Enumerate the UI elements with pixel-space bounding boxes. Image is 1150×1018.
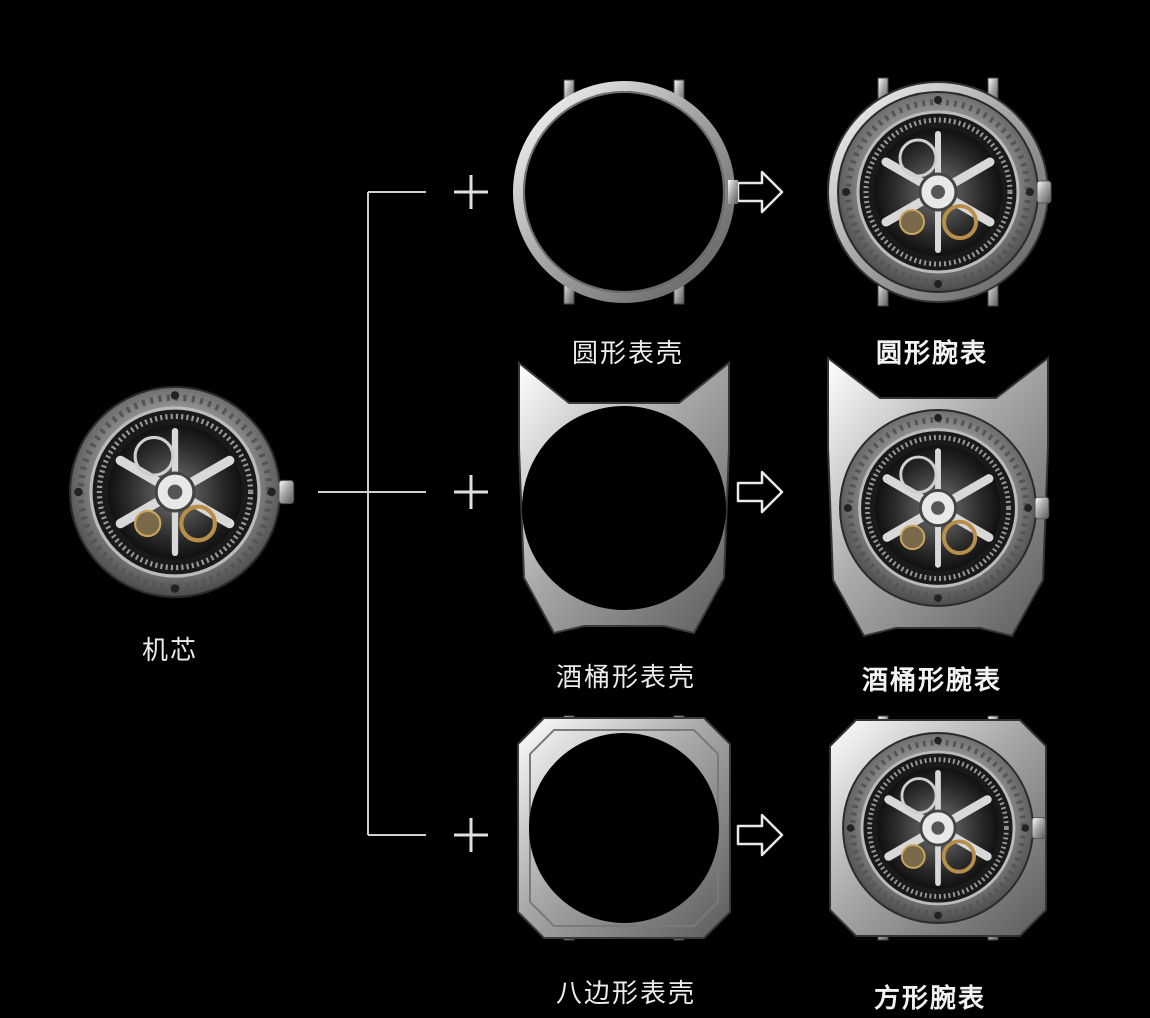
square-watch-icon <box>829 715 1046 941</box>
case-label-octagon: 八边形表壳 <box>555 979 697 1009</box>
arrow-right-outline-icon <box>736 170 784 214</box>
round-case-icon <box>513 79 738 305</box>
case-images <box>513 79 738 941</box>
octagon-case-icon <box>517 715 731 941</box>
plus-icon <box>454 475 488 509</box>
plus-icon <box>454 175 488 209</box>
movement-icon <box>70 387 294 597</box>
barrel-case-icon <box>518 360 730 635</box>
watch-label-square: 方形腕表 <box>873 984 987 1014</box>
arrow-right-outline-icon <box>736 813 784 857</box>
movement-label: 机芯 <box>141 636 199 666</box>
connector-lines <box>318 170 784 857</box>
movement-image <box>70 387 294 597</box>
watch-label-round: 圆形腕表 <box>875 339 989 369</box>
case-label-round: 圆形表壳 <box>571 339 685 369</box>
arrow-right-outline-icon <box>736 470 784 514</box>
round-watch-icon <box>827 77 1051 307</box>
case-label-barrel: 酒桶形表壳 <box>555 663 697 693</box>
barrel-watch-icon <box>827 355 1049 638</box>
plus-icon <box>454 818 488 852</box>
watch-label-barrel: 酒桶形腕表 <box>861 666 1003 696</box>
watch-images <box>827 77 1051 941</box>
